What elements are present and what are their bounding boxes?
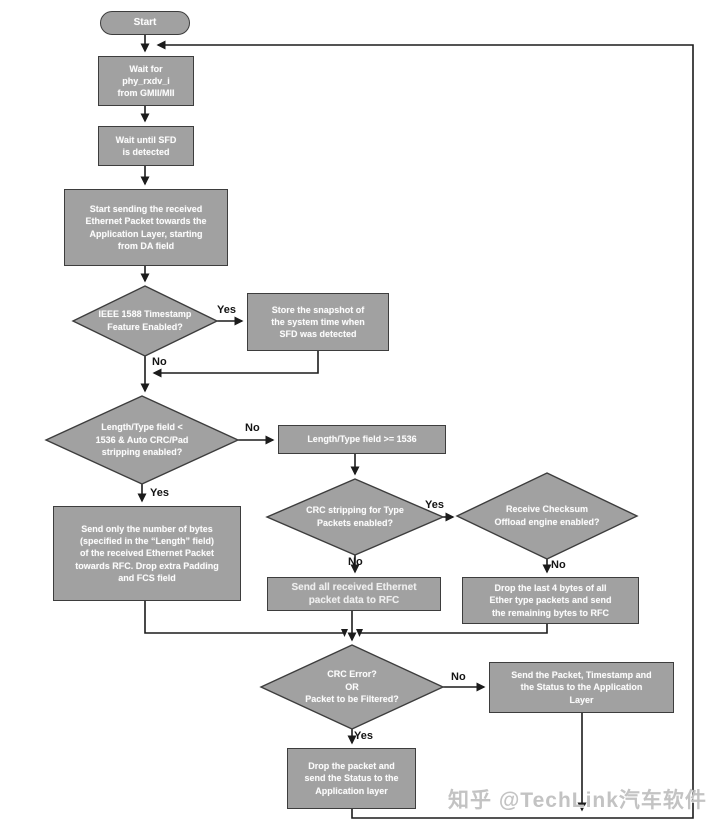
decision-ieee-1588-shape	[71, 285, 219, 357]
node-start-sending: Start sending the received Ethernet Pack…	[64, 189, 228, 266]
merge-arrowhead-left	[341, 629, 348, 637]
node-wait-phy-rxdv: Wait for phy_rxdv_i from GMII/MII	[98, 56, 194, 106]
edge-loopback-to-start	[156, 40, 694, 819]
node-length-ge-1536: Length/Type field >= 1536	[278, 425, 446, 454]
branch-label-length-yes: Yes	[150, 487, 169, 499]
node-wait-sfd: Wait until SFD is detected	[98, 126, 194, 166]
node-start: Start	[100, 11, 190, 35]
decision-length-type-shape	[44, 395, 240, 485]
decision-crc-error-shape	[259, 644, 445, 730]
merge-arrowhead-right	[356, 629, 363, 637]
decision-crc-strip-shape	[265, 478, 445, 556]
branch-label-checksum-no: No	[551, 559, 566, 571]
branch-label-crcerror-yes: Yes	[354, 730, 373, 742]
edge-store-return	[152, 351, 319, 378]
branch-label-ieee-yes: Yes	[217, 304, 236, 316]
edge-droplast4-merge	[359, 624, 548, 634]
node-send-only-length-bytes: Send only the number of bytes (specified…	[53, 506, 241, 601]
branch-label-crcstrip-no: No	[348, 556, 363, 568]
watermark: 知乎 @TechLink汽车软件	[448, 789, 707, 812]
node-store-snapshot: Store the snapshot of the system time wh…	[247, 293, 389, 351]
branch-label-ieee-no: No	[152, 356, 167, 368]
edge-sendonly-merge	[144, 601, 345, 634]
node-drop-packet: Drop the packet and send the Status to t…	[287, 748, 416, 809]
node-send-all-to-rfc: Send all received Ethernet packet data t…	[267, 577, 441, 611]
node-send-packet-timestamp: Send the Packet, Timestamp and the Statu…	[489, 662, 674, 713]
branch-label-crcerror-no: No	[451, 671, 466, 683]
node-drop-last-4-bytes: Drop the last 4 bytes of all Ether type …	[462, 577, 639, 624]
branch-label-crcstrip-yes: Yes	[425, 499, 444, 511]
branch-label-length-no: No	[245, 422, 260, 434]
decision-rx-checksum-shape	[455, 472, 639, 560]
